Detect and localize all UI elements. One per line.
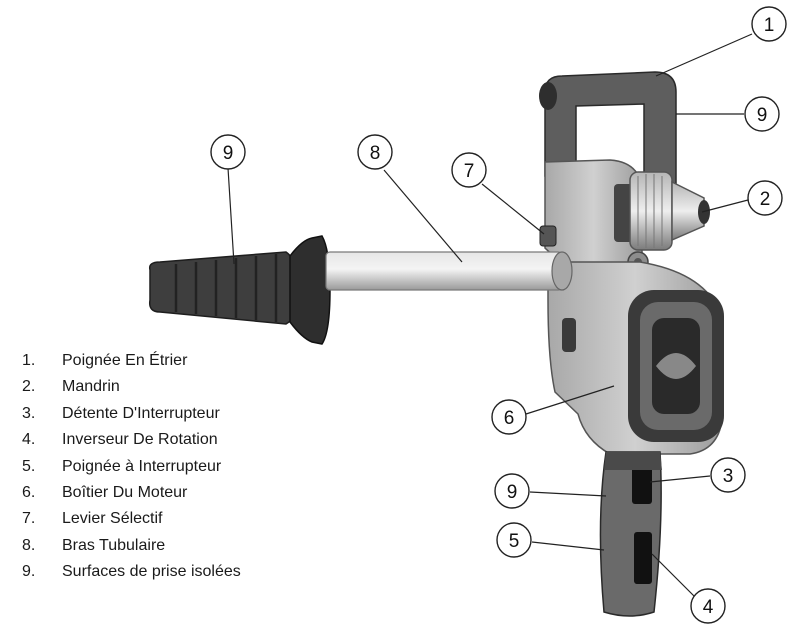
selector-lever — [539, 225, 557, 247]
leader-9-handle — [227, 167, 235, 265]
leader-3 — [649, 475, 711, 483]
legend-item: 5.Poignée à Interrupteur — [22, 457, 222, 475]
legend-item: 4.Inverseur De Rotation — [22, 431, 218, 449]
callout-7: 7 — [451, 152, 487, 188]
legend-item: 8.Bras Tubulaire — [22, 536, 166, 554]
parts-legend: 1.Poignée En Étrier 2.Mandrin 3.Détente … — [22, 348, 241, 586]
callout-1: 1 — [751, 6, 787, 42]
callouts: 1 9 2 9 8 7 6 3 — [210, 6, 787, 624]
callout-5: 5 — [496, 522, 532, 558]
legend-item: 7.Levier Sélectif — [22, 510, 163, 528]
motor-housing — [547, 261, 724, 455]
svg-text:9: 9 — [223, 143, 234, 164]
legend-item: 2.Mandrin — [22, 378, 120, 396]
legend-item: 1.Poignée En Étrier — [22, 352, 188, 369]
leader-9-grip — [529, 491, 607, 497]
leader-lines — [227, 33, 753, 599]
callout-9-bail: 9 — [744, 96, 780, 132]
legend-item: 3.Détente D'Interrupteur — [22, 404, 220, 422]
svg-text:3: 3 — [723, 466, 734, 487]
svg-text:5: 5 — [509, 531, 520, 552]
callout-9-handle: 9 — [210, 134, 246, 170]
svg-text:9: 9 — [507, 482, 518, 503]
callout-4: 4 — [690, 588, 726, 624]
legend-item: 9.Surfaces de prise isolées — [22, 563, 241, 581]
callout-3: 3 — [710, 457, 746, 493]
leader-2 — [701, 199, 749, 213]
callout-6: 6 — [491, 399, 527, 435]
svg-text:7: 7 — [464, 161, 475, 182]
leader-1 — [655, 33, 753, 77]
svg-text:6: 6 — [504, 408, 515, 429]
leader-5 — [531, 541, 605, 551]
leader-4 — [651, 553, 697, 599]
callout-9-grip: 9 — [494, 473, 530, 509]
svg-text:8: 8 — [370, 143, 381, 164]
switch-handle — [599, 451, 662, 617]
callout-8: 8 — [357, 134, 393, 170]
svg-text:2: 2 — [760, 189, 771, 210]
side-handle — [148, 235, 331, 345]
svg-text:1: 1 — [764, 15, 775, 36]
tubular-arm — [325, 251, 573, 291]
svg-text:4: 4 — [703, 597, 714, 618]
leader-6 — [525, 385, 615, 415]
legend-item: 6.Boîtier Du Moteur — [22, 483, 188, 501]
leader-7 — [481, 183, 545, 235]
callout-2: 2 — [747, 180, 783, 216]
d-handle — [539, 71, 677, 197]
chuck — [614, 171, 710, 251]
leader-8 — [383, 169, 463, 263]
svg-text:9: 9 — [757, 105, 768, 126]
